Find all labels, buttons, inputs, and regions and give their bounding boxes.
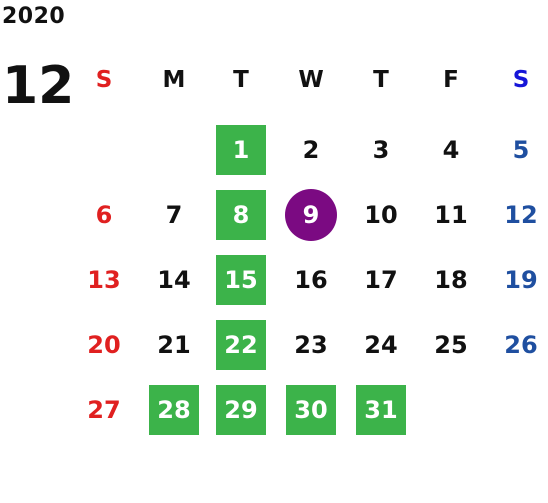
day-number: 3: [372, 136, 390, 164]
day-number: 26: [504, 331, 538, 359]
day-cell-30[interactable]: 30: [286, 385, 336, 435]
weekday-header: S: [512, 67, 530, 93]
weekday-header: M: [162, 67, 186, 93]
day-cell-7[interactable]: 7: [149, 190, 199, 240]
day-cell-24[interactable]: 24: [356, 320, 406, 370]
day-cell-18[interactable]: 18: [426, 255, 476, 305]
day-number: 9: [302, 201, 320, 229]
day-number: 29: [224, 396, 258, 424]
day-cell-8[interactable]: 8: [216, 190, 266, 240]
year-label: 2020: [2, 4, 66, 29]
day-cell-17[interactable]: 17: [356, 255, 406, 305]
day-number: 16: [294, 266, 328, 294]
day-cell-21[interactable]: 21: [149, 320, 199, 370]
day-number: 19: [504, 266, 538, 294]
day-number: 21: [157, 331, 191, 359]
weekday-header: S: [95, 67, 113, 93]
weekday-header: F: [443, 67, 459, 93]
day-cell-6[interactable]: 6: [79, 190, 129, 240]
day-number: 7: [165, 201, 183, 229]
day-number: 22: [224, 331, 258, 359]
day-number: 18: [434, 266, 468, 294]
day-number: 30: [294, 396, 328, 424]
day-number: 6: [95, 201, 113, 229]
day-number: 8: [232, 201, 250, 229]
day-cell-13[interactable]: 13: [79, 255, 129, 305]
day-cell-31[interactable]: 31: [356, 385, 406, 435]
day-number: 25: [434, 331, 468, 359]
day-cell-19[interactable]: 19: [496, 255, 546, 305]
month-label: 12: [2, 56, 75, 116]
day-cell-14[interactable]: 14: [149, 255, 199, 305]
day-number: 24: [364, 331, 398, 359]
day-cell-11[interactable]: 11: [426, 190, 476, 240]
day-number: 17: [364, 266, 398, 294]
day-number: 15: [224, 266, 258, 294]
day-cell-2[interactable]: 2: [286, 125, 336, 175]
day-number: 4: [442, 136, 460, 164]
day-number: 20: [87, 331, 121, 359]
day-cell-10[interactable]: 10: [356, 190, 406, 240]
day-number: 27: [87, 396, 121, 424]
day-cell-12[interactable]: 12: [496, 190, 546, 240]
day-cell-27[interactable]: 27: [79, 385, 129, 435]
day-number: 12: [504, 201, 538, 229]
day-cell-20[interactable]: 20: [79, 320, 129, 370]
day-cell-1[interactable]: 1: [216, 125, 266, 175]
day-cell-5[interactable]: 5: [496, 125, 546, 175]
day-cell-3[interactable]: 3: [356, 125, 406, 175]
day-cell-16[interactable]: 16: [286, 255, 336, 305]
day-cell-9[interactable]: 9: [285, 189, 337, 241]
day-number: 13: [87, 266, 121, 294]
weekday-header: T: [373, 67, 389, 93]
day-number: 1: [232, 136, 250, 164]
weekday-header: T: [233, 67, 249, 93]
day-cell-29[interactable]: 29: [216, 385, 266, 435]
day-number: 31: [364, 396, 398, 424]
day-cell-23[interactable]: 23: [286, 320, 336, 370]
day-number: 10: [364, 201, 398, 229]
day-cell-25[interactable]: 25: [426, 320, 476, 370]
day-cell-4[interactable]: 4: [426, 125, 476, 175]
day-cell-15[interactable]: 15: [216, 255, 266, 305]
day-cell-22[interactable]: 22: [216, 320, 266, 370]
weekday-header: W: [298, 67, 324, 93]
day-cell-28[interactable]: 28: [149, 385, 199, 435]
day-number: 14: [157, 266, 191, 294]
day-number: 23: [294, 331, 328, 359]
day-number: 11: [434, 201, 468, 229]
day-number: 5: [512, 136, 530, 164]
day-number: 2: [302, 136, 320, 164]
day-number: 28: [157, 396, 191, 424]
day-cell-26[interactable]: 26: [496, 320, 546, 370]
